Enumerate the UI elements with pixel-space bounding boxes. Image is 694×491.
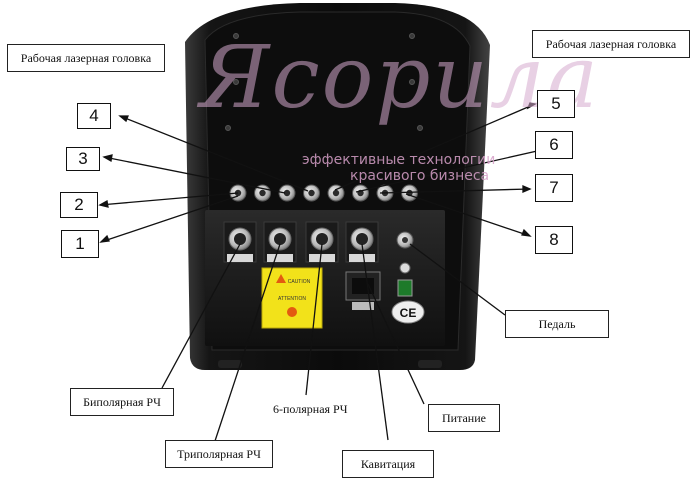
number-box-2: 2 — [60, 192, 98, 218]
label-hexapolar-rf: 6-полярная РЧ — [273, 402, 348, 416]
screw-2 — [409, 33, 415, 39]
right-foot — [418, 360, 442, 368]
label-cavitation: Кавитация — [342, 450, 434, 478]
screw-5 — [233, 79, 239, 85]
label-power: Питание — [428, 404, 500, 432]
number-box-5: 5 — [537, 90, 575, 118]
laser-head-connectors — [229, 184, 418, 202]
panel-screws — [225, 33, 423, 131]
label-tripolar-rf: Триполярная РЧ — [165, 440, 273, 468]
number-box-7: 7 — [535, 174, 573, 202]
watermark-line2: красивого бизнеса — [350, 168, 490, 184]
rf-connectors — [223, 221, 379, 263]
left-foot — [218, 360, 242, 368]
number-box-8: 8 — [535, 226, 573, 254]
number-box-6: 6 — [535, 131, 573, 159]
label-laser-head-right: Рабочая лазерная головка — [532, 30, 690, 58]
label-bipolar-rf: Биполярная РЧ — [70, 388, 174, 416]
number-box-1: 1 — [61, 230, 99, 258]
watermark-line1: эффективные технологии — [302, 152, 496, 168]
watermark-brand: Ясорила — [200, 28, 600, 128]
warning-circle-icon — [287, 307, 297, 317]
sticker-title: CAUTION — [288, 279, 311, 285]
number-box-3: 3 — [66, 147, 100, 171]
warning-triangle-icon — [276, 274, 286, 283]
ce-sticker — [391, 300, 425, 324]
ce-mark: CE — [400, 306, 417, 320]
sticker-subtitle: ATTENTION — [278, 296, 306, 302]
screw-1 — [233, 33, 239, 39]
label-pedal: Педаль — [505, 310, 609, 338]
fuse-holder — [399, 262, 411, 274]
screw-4 — [417, 125, 423, 131]
screw-6 — [409, 79, 415, 85]
label-laser-head-left: Рабочая лазерная головка — [7, 44, 165, 72]
power-switch — [397, 279, 413, 297]
number-box-4: 4 — [77, 103, 111, 129]
leader-lines — [98, 102, 548, 445]
screw-3 — [225, 125, 231, 131]
